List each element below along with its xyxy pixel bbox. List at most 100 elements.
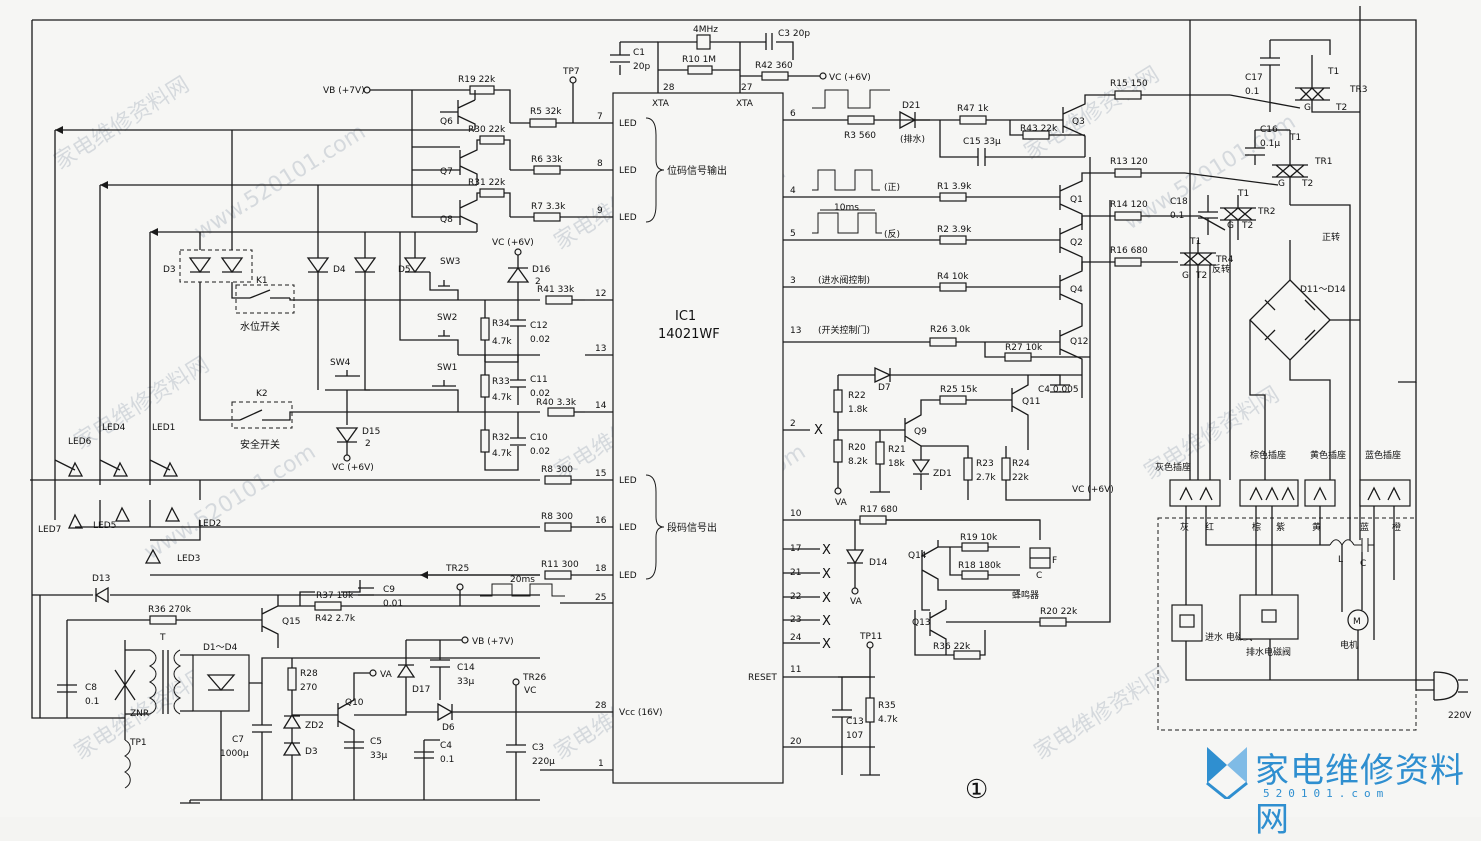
r41-resistor [545, 295, 573, 305]
r8b-resistor [544, 522, 572, 532]
r35-value: 4.7k [878, 715, 898, 725]
r24-label: R24 [1012, 459, 1030, 469]
led1-label: LED1 [152, 423, 175, 433]
c17-value: 0.1 [1245, 87, 1259, 97]
pin-7: 7 [597, 112, 603, 122]
c3-label: C3 20p [778, 29, 810, 39]
k1-desc: 水位开关 [240, 320, 280, 333]
c4-value: 0.1 [440, 755, 454, 765]
r35-resistor [865, 697, 875, 723]
c11-label: C11 [530, 375, 548, 385]
tp7-label: TP7 [562, 67, 580, 77]
r23-label: R23 [976, 459, 994, 469]
zd1-label: ZD1 [933, 469, 952, 479]
r25-resistor [939, 395, 967, 405]
wire-orange: 橙 [1392, 521, 1401, 533]
r20-resistor [833, 439, 843, 463]
socket-blue [1359, 479, 1411, 507]
r20b-resistor [1039, 617, 1067, 627]
group-pos-label: 位码信号输出 [667, 164, 727, 177]
q2-label: Q2 [1070, 238, 1083, 248]
r25-label: R25 15k [940, 385, 978, 395]
c10-label: C10 [530, 433, 548, 443]
pin-16: 16 [595, 516, 607, 526]
r13-label: R13 120 [1110, 157, 1148, 167]
c13-label: C13 [846, 717, 864, 727]
p13-desc: (开关控制门) [818, 324, 870, 336]
pin-r17: 17 [790, 544, 801, 554]
r30-resistor [479, 135, 505, 145]
led5-label: LED5 [93, 521, 116, 531]
zd2-label: ZD2 [305, 721, 324, 731]
r26-label: R26 3.0k [930, 325, 971, 335]
brand-url: 520101.com [1263, 787, 1390, 800]
pin-16-fn: LED [619, 523, 637, 533]
tr3-g: G [1304, 103, 1311, 113]
r42-resistor [761, 71, 789, 81]
motor-m: M [1353, 617, 1361, 627]
r36b-resistor [953, 650, 981, 660]
r5-label: R5 32k [530, 107, 562, 117]
tr4-t1: T1 [1189, 237, 1201, 247]
buzzer-c: C [1036, 571, 1042, 581]
d13-label: D13 [92, 574, 110, 584]
d6-label: D6 [442, 723, 455, 733]
c13-value: 107 [846, 731, 863, 741]
d3b-label: D3 [305, 747, 318, 757]
pin-r6: 6 [790, 109, 796, 119]
r43-resistor [1022, 130, 1050, 140]
r33-resistor [480, 374, 490, 398]
d17-label: D17 [412, 685, 430, 695]
r47-resistor [959, 115, 987, 125]
r22-value: 1.8k [848, 405, 868, 415]
c7-label: C7 [232, 735, 244, 745]
ic1-pin28: 28 [663, 83, 675, 93]
triac-section: R15 150 R13 120 R14 120 R16 680 T1 T2 G … [1108, 39, 1367, 540]
pin-r13: 13 [790, 326, 801, 336]
c10-value: 0.02 [530, 447, 550, 457]
r19b-resistor [961, 542, 989, 552]
va3-terminal-icon [851, 587, 859, 595]
pin-1: 1 [598, 759, 604, 769]
r26-resistor [929, 337, 957, 347]
k1-box [235, 284, 295, 314]
sw4-label: SW4 [330, 358, 351, 368]
ic1-left-pins: 7 LED 8 LED 9 LED 12 13 14 15 LED 16 LED… [540, 112, 727, 771]
led6-label: LED6 [68, 437, 92, 447]
t10-label: 10ms [834, 203, 859, 213]
r28-value: 270 [300, 683, 317, 693]
reverse-label: 反转 [1212, 263, 1230, 275]
d3-box [179, 249, 253, 283]
d16-label: D16 [532, 265, 551, 275]
c4-label: C4 [440, 741, 452, 751]
pin-9: 9 [597, 206, 603, 216]
r19-label: R19 22k [458, 75, 496, 85]
c11-value: 0.02 [530, 389, 550, 399]
watermark: 家电维修资料网 [1020, 62, 1164, 165]
d15-value: 2 [365, 439, 371, 449]
r20-label: R20 [848, 443, 866, 453]
nc-mark: X [822, 567, 831, 582]
sw2-label: SW2 [437, 313, 457, 323]
r27-resistor [1004, 352, 1032, 362]
pin-18-fn: LED [619, 571, 637, 581]
c14-value: 33μ [457, 677, 474, 687]
wire-blue: 蓝 [1360, 521, 1369, 533]
c16-label: C16 [1260, 125, 1278, 135]
r11-label: R11 300 [541, 560, 579, 570]
power-section: D13 R36 270k Q15 R37 10k C9 0.01 R42 2.7… [32, 574, 555, 804]
p5-desc: (反) [884, 229, 900, 240]
pin-r2: 2 [790, 419, 796, 429]
r24-value: 22k [1012, 473, 1029, 483]
vb-terminal-icon [363, 86, 371, 94]
tr2-t2: T2 [1241, 221, 1253, 231]
ic1-name: IC1 [675, 309, 696, 324]
vc-terminal-icon [819, 72, 827, 80]
r13-resistor [1114, 168, 1142, 178]
motor-label: 电机 [1340, 639, 1358, 651]
va2-label: VA [835, 498, 848, 508]
wire-red: 红 [1205, 521, 1214, 533]
r42-label: R42 360 [755, 61, 793, 71]
wire-gray: 灰 [1180, 521, 1189, 533]
crystal-icon [696, 34, 711, 50]
